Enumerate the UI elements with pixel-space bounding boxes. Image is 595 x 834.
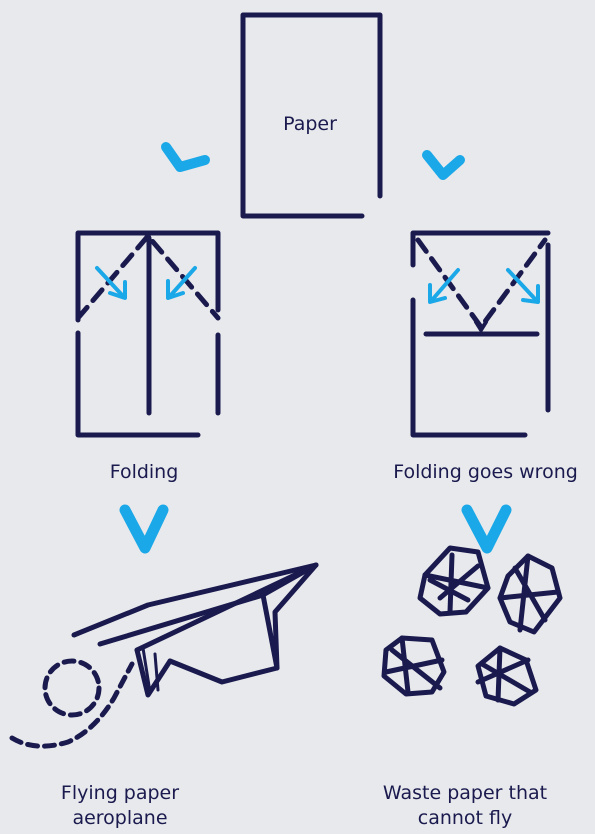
chevron-down-right-icon xyxy=(461,504,512,554)
chevron-down-left-icon xyxy=(119,504,169,554)
folding-wrong-label: Folding goes wrong xyxy=(393,461,578,483)
paper-aeroplane xyxy=(9,562,319,749)
wrong-folding-sheet xyxy=(410,230,551,438)
paper-label: Paper xyxy=(283,113,337,135)
waste-paper-label-line-2: cannot fly xyxy=(417,807,513,829)
folding-label: Folding xyxy=(109,461,179,483)
chevron-right-icon xyxy=(422,150,465,180)
waste-paper-label-line-1: Waste paper that xyxy=(382,782,548,804)
paper-sheet xyxy=(240,12,383,219)
crumpled-paper xyxy=(381,545,563,707)
aeroplane-label-line-1: Flying paper xyxy=(60,782,180,804)
fold-arrow-icon xyxy=(95,266,540,304)
chevron-left-icon xyxy=(161,142,210,172)
aeroplane-label-line-2: aeroplane xyxy=(72,807,168,829)
folding-sheet xyxy=(75,230,221,438)
